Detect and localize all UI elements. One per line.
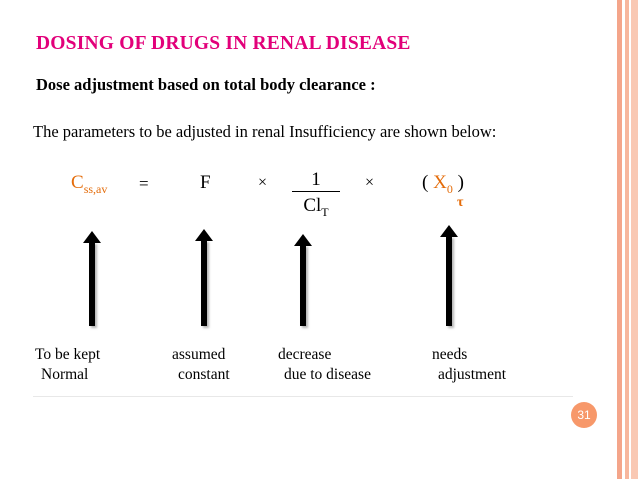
formula-dose-open-paren: ( bbox=[422, 172, 429, 193]
annotation-2: assumed constant bbox=[172, 345, 230, 385]
annotation-4-line1: needs bbox=[432, 346, 468, 363]
up-arrow-4 bbox=[440, 225, 458, 326]
formula-clearance-subscript: T bbox=[321, 204, 329, 219]
annotation-4-line2: adjustment bbox=[438, 366, 507, 383]
decorative-edge-bar-1 bbox=[617, 0, 622, 479]
decorative-edge-bar-3 bbox=[631, 0, 638, 479]
formula-dose-close-paren: ) bbox=[457, 172, 464, 193]
annotation-3: decrease due to disease bbox=[278, 345, 371, 385]
slide-title: DOSING OF DRUGS IN RENAL DISEASE bbox=[36, 33, 411, 54]
annotation-1-line2: Normal bbox=[41, 366, 89, 383]
formula-fraction: 1 ClT bbox=[285, 170, 347, 224]
formula-clearance-symbol: Cl bbox=[303, 195, 322, 216]
annotation-3-line1: decrease bbox=[278, 346, 332, 363]
up-arrow-3 bbox=[294, 234, 312, 326]
formula-dose-term: ( X0 ) bbox=[422, 172, 464, 197]
up-arrow-1 bbox=[83, 231, 101, 326]
annotation-1: To be kept Normal bbox=[35, 345, 100, 385]
formula-fraction-denominator: ClT bbox=[285, 192, 347, 224]
formula-tau: τ bbox=[457, 195, 464, 210]
annotation-2-line2: constant bbox=[178, 366, 230, 383]
formula-equals: = bbox=[139, 174, 149, 193]
page-number-badge: 31 bbox=[571, 402, 597, 428]
annotation-4: needs adjustment bbox=[432, 345, 506, 385]
formula-dose-subscript: 0 bbox=[446, 181, 453, 196]
annotation-1-line1: To be kept bbox=[35, 346, 101, 363]
formula-times-2: × bbox=[365, 174, 375, 191]
formula-times-1: × bbox=[258, 174, 268, 191]
formula-css-av: Css,av bbox=[71, 172, 107, 197]
formula-fraction-numerator: 1 bbox=[292, 170, 340, 192]
formula-css-symbol: C bbox=[71, 172, 84, 193]
footer-divider bbox=[33, 396, 573, 397]
formula-bioavailability: F bbox=[200, 172, 211, 193]
formula-css-subscript: ss,av bbox=[83, 181, 108, 196]
annotation-2-line1: assumed bbox=[172, 346, 226, 363]
formula-row: Css,av = F × 1 ClT × ( X0 ) τ bbox=[33, 168, 573, 228]
slide-subtitle: Dose adjustment based on total body clea… bbox=[36, 75, 376, 94]
intro-text: The parameters to be adjusted in renal I… bbox=[33, 122, 497, 141]
up-arrow-2 bbox=[195, 229, 213, 326]
decorative-edge-bar-2 bbox=[625, 0, 629, 479]
formula-dose-symbol: X bbox=[433, 172, 447, 193]
annotation-3-line2: due to disease bbox=[284, 366, 371, 383]
